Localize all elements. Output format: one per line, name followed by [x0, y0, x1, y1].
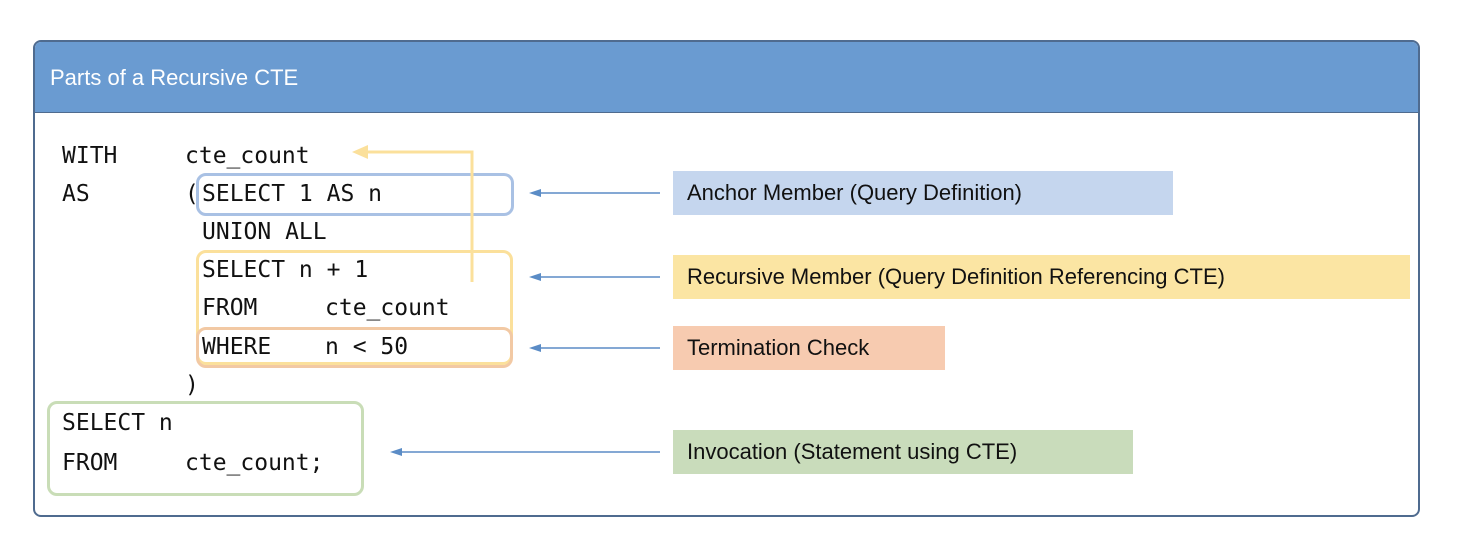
recursive-member-label: Recursive Member (Query Definition Refer…: [673, 255, 1410, 299]
anchor-pointer-head: [529, 189, 541, 197]
anchor-bracket: [196, 173, 514, 216]
code-with-keyword: WITH: [62, 143, 118, 169]
code-invocation-select: SELECT n: [62, 410, 173, 436]
code-recursive-from-name: cte_count: [325, 295, 450, 321]
invocation-label: Invocation (Statement using CTE): [673, 430, 1133, 474]
panel-header: Parts of a Recursive CTE: [35, 42, 1418, 113]
code-recursive-select: SELECT n + 1: [202, 257, 369, 283]
code-anchor-query: SELECT 1 AS n: [202, 181, 383, 207]
code-union-all: UNION ALL: [202, 219, 327, 245]
anchor-member-label: Anchor Member (Query Definition): [673, 171, 1173, 215]
code-invocation-from-keyword: FROM: [62, 450, 118, 476]
code-close-paren: ): [185, 372, 199, 398]
recursion-loop-arrowhead: [352, 145, 368, 159]
termination-bracket: [196, 327, 513, 368]
recursion-loop-arrow: [366, 150, 474, 282]
recursive-pointer-head: [529, 273, 541, 281]
panel-title: Parts of a Recursive CTE: [50, 65, 299, 90]
code-where-condition: n < 50: [325, 334, 409, 360]
recursive-bracket: [196, 250, 513, 365]
code-recursive-from-keyword: FROM: [202, 295, 258, 321]
invocation-pointer-head: [390, 448, 402, 456]
code-as-keyword: AS: [62, 181, 90, 207]
code-cte-name: cte_count: [185, 143, 310, 169]
termination-pointer-head: [529, 344, 541, 352]
invocation-bracket: [47, 401, 364, 496]
code-invocation-from-name: cte_count;: [185, 450, 324, 476]
termination-check-label: Termination Check: [673, 326, 945, 370]
code-open-paren: (: [185, 181, 199, 207]
code-where-keyword: WHERE: [202, 334, 272, 360]
